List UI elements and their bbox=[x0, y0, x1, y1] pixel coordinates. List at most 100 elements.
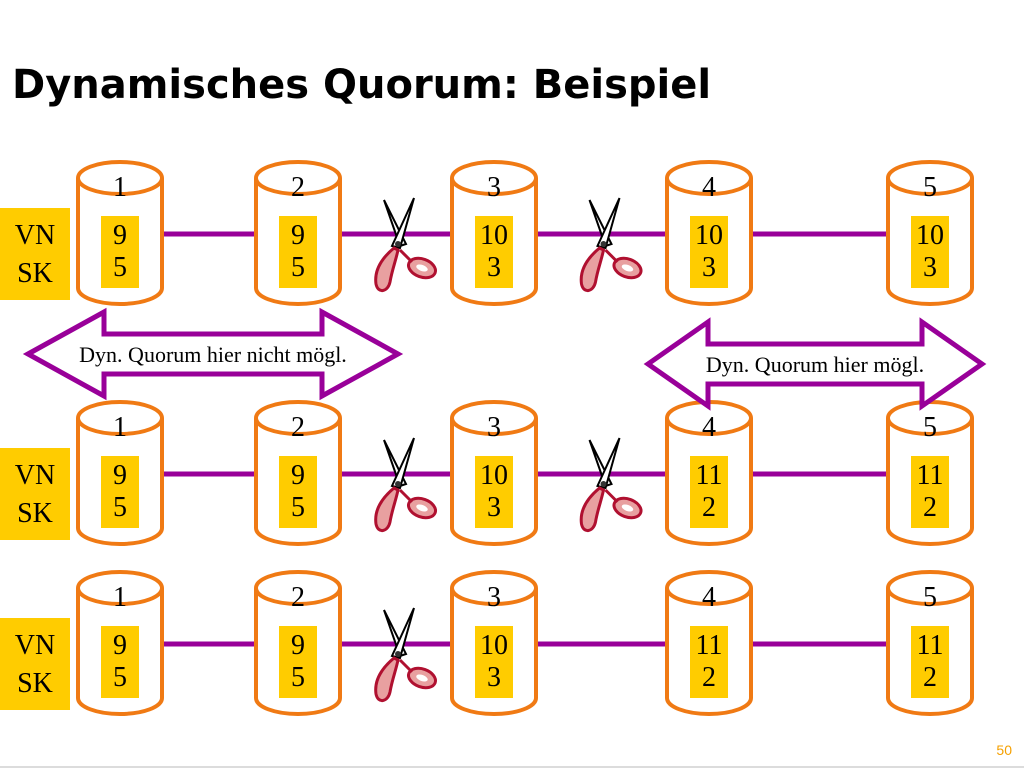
node-id: 2 bbox=[291, 172, 305, 203]
scissors-icon bbox=[374, 437, 438, 532]
scissors-handle-hole bbox=[416, 504, 428, 512]
scissors-handle-link bbox=[398, 248, 414, 264]
row-label-sk: SK bbox=[17, 258, 53, 289]
row-label-vn: VN bbox=[15, 460, 55, 491]
arrow-label: Dyn. Quorum hier nicht mögl. bbox=[79, 342, 347, 367]
node-vn-value: 11 bbox=[696, 630, 723, 661]
node-id: 5 bbox=[923, 412, 937, 443]
node-sk-value: 5 bbox=[291, 662, 305, 693]
scissors-handle-hole bbox=[416, 674, 428, 682]
node-4: 4 112 bbox=[665, 570, 753, 716]
scissors-handle-hole bbox=[621, 504, 634, 512]
scissors-handle bbox=[374, 656, 400, 702]
scissors-handle-hole bbox=[621, 264, 634, 272]
node-sk-value: 5 bbox=[113, 252, 127, 283]
cylinder-top bbox=[76, 570, 164, 606]
value-box bbox=[101, 216, 139, 288]
value-box bbox=[911, 456, 949, 528]
scissors-icon bbox=[579, 437, 643, 532]
node-vn-value: 10 bbox=[480, 630, 508, 661]
scissors-handle-hole bbox=[416, 264, 428, 272]
row-label-vn: VN bbox=[15, 220, 55, 251]
arrow-shape bbox=[22, 307, 404, 401]
scissors-handle-link bbox=[398, 658, 414, 674]
arrow-right-possible: Dyn. Quorum hier mögl. bbox=[643, 317, 987, 411]
scissors-pivot bbox=[395, 481, 401, 487]
node-1: 1 95 bbox=[76, 570, 164, 716]
row-label-background bbox=[0, 618, 70, 710]
node-vn-value: 11 bbox=[917, 630, 944, 661]
node-sk-value: 3 bbox=[487, 252, 501, 283]
node-2: 295 bbox=[254, 400, 342, 546]
node-vn-value: 9 bbox=[113, 630, 127, 661]
row-label-sk: SK bbox=[17, 668, 53, 699]
node-sk-value: 3 bbox=[487, 662, 501, 693]
arrow-shape bbox=[643, 317, 987, 411]
node-id: 1 bbox=[113, 582, 127, 613]
page-number: 50 bbox=[996, 742, 1012, 758]
cylinder-top bbox=[450, 570, 538, 606]
value-box bbox=[690, 626, 728, 698]
value-box bbox=[475, 456, 513, 528]
node-sk-value: 3 bbox=[487, 492, 501, 523]
node-id: 3 bbox=[487, 412, 501, 443]
cylinder-top bbox=[886, 570, 974, 606]
cylinder-top bbox=[254, 400, 342, 436]
node-sk-value: 5 bbox=[113, 662, 127, 693]
node-vn-value: 9 bbox=[291, 460, 305, 491]
scissors-pivot bbox=[395, 651, 401, 657]
node-id: 3 bbox=[487, 172, 501, 203]
value-box bbox=[101, 456, 139, 528]
slide-title: Dynamisches Quorum: Beispiel bbox=[12, 62, 712, 108]
value-box bbox=[911, 216, 949, 288]
node-id: 1 bbox=[113, 412, 127, 443]
cylinder-top bbox=[76, 160, 164, 196]
scissors-handle-link bbox=[398, 488, 414, 504]
value-box bbox=[279, 456, 317, 528]
scissors-icon bbox=[579, 197, 643, 292]
value-box bbox=[475, 626, 513, 698]
node-id: 5 bbox=[923, 172, 937, 203]
value-box bbox=[279, 216, 317, 288]
node-vn-value: 11 bbox=[696, 460, 723, 491]
node-vn-value: 10 bbox=[480, 220, 508, 251]
row-label-box: VN SK bbox=[0, 448, 70, 540]
node-vn-value: 9 bbox=[291, 220, 305, 251]
scissors-icon bbox=[374, 607, 438, 702]
node-vn-value: 10 bbox=[695, 220, 723, 251]
node-id: 1 bbox=[113, 172, 127, 203]
value-box bbox=[911, 626, 949, 698]
cylinder-top bbox=[665, 160, 753, 196]
node-vn-value: 9 bbox=[113, 220, 127, 251]
bottom-divider bbox=[0, 766, 1024, 768]
node-sk-value: 5 bbox=[113, 492, 127, 523]
node-vn-value: 10 bbox=[480, 460, 508, 491]
scissors-blade bbox=[390, 437, 415, 490]
row-label-sk: SK bbox=[17, 498, 53, 529]
node-vn-value: 10 bbox=[916, 220, 944, 251]
node-sk-value: 5 bbox=[291, 252, 305, 283]
scissors-blade bbox=[390, 607, 415, 660]
cylinder-top bbox=[450, 400, 538, 436]
scissors-handle bbox=[579, 246, 606, 292]
node-sk-value: 2 bbox=[702, 662, 716, 693]
scissors-pivot bbox=[600, 241, 607, 247]
node-id: 4 bbox=[702, 582, 716, 613]
node-sk-value: 3 bbox=[702, 252, 716, 283]
cylinder-top bbox=[665, 570, 753, 606]
node-4: 4 103 bbox=[665, 160, 753, 306]
arrow-left-not-possible: Dyn. Quorum hier nicht mögl. bbox=[22, 307, 404, 401]
node-id: 4 bbox=[702, 172, 716, 203]
node-id: 3 bbox=[487, 582, 501, 613]
node-2: 2 95 bbox=[254, 160, 342, 306]
value-box bbox=[690, 216, 728, 288]
scissors-blade bbox=[390, 197, 415, 250]
value-box bbox=[101, 626, 139, 698]
node-1: 195 bbox=[76, 400, 164, 546]
